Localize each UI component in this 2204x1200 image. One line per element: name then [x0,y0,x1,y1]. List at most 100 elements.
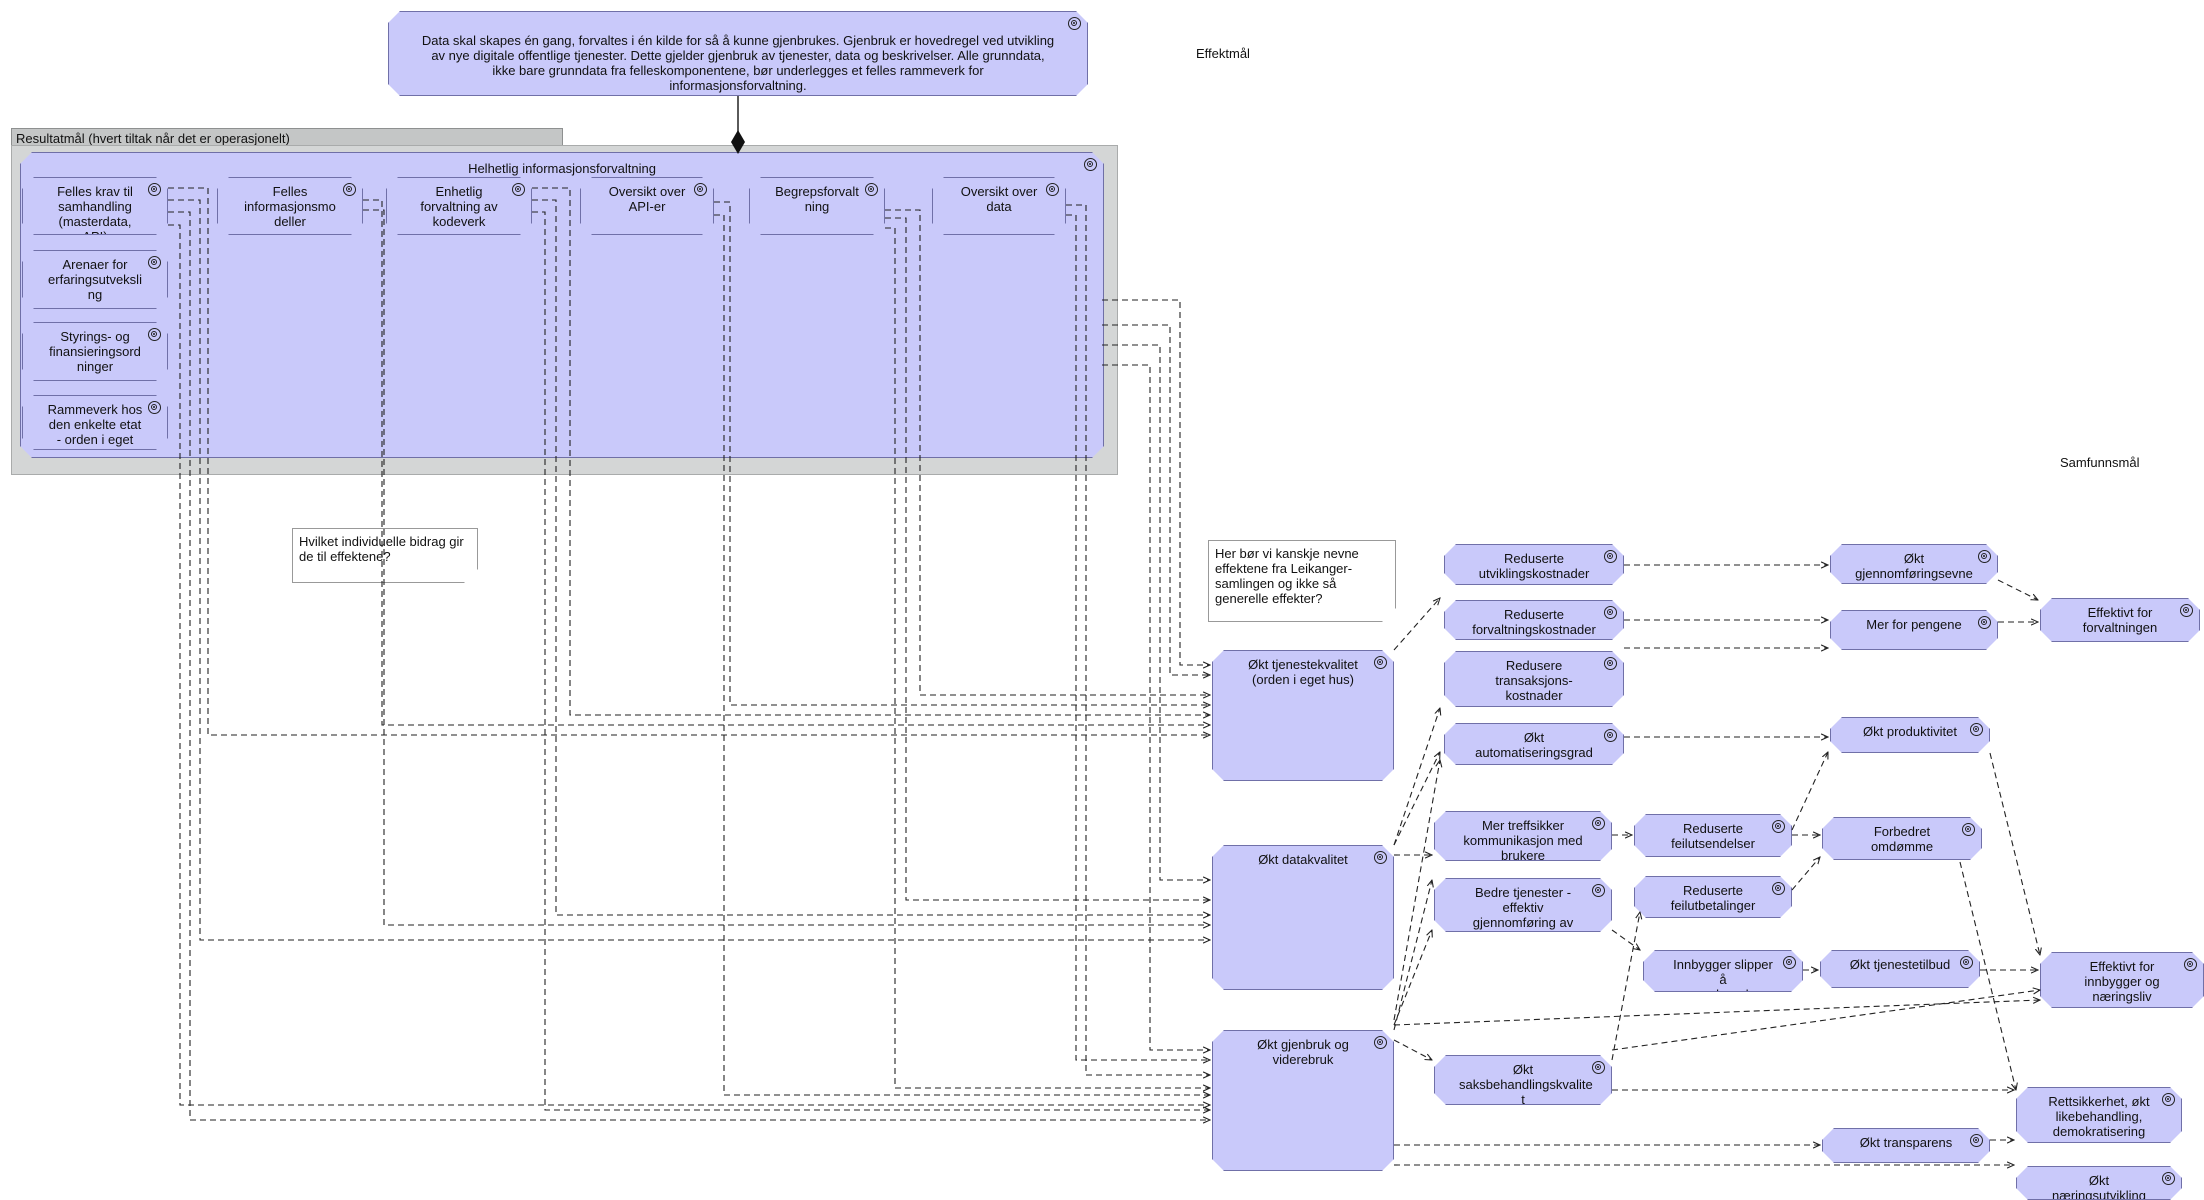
influence-connector [1393,880,1432,1031]
society-forvaltningen[interactable]: Effektivt for forvaltningen [2040,598,2200,642]
principle-node[interactable]: Data skal skapes én gang, forvaltes i én… [388,11,1088,96]
society-rettssikkerhet[interactable]: Rettsikkerhet, økt likebehandling, demok… [2016,1087,2182,1143]
goal-icon [148,256,161,269]
influence-connector [1102,344,1210,880]
node-label: Effektivt for innbygger og næringsliv [2084,959,2160,1004]
goal-icon [343,183,356,196]
society-innbygger[interactable]: Effektivt for innbygger og næringsliv [2040,952,2204,1008]
effect-gjenbruk[interactable]: Økt gjenbruk og viderebruk [1212,1030,1394,1171]
result-arenaer[interactable]: Arenaer for erfaringsutveksli ng [22,250,168,309]
result-oversikt-data[interactable]: Oversikt over data [932,177,1066,235]
effect-transaksjonskostnader[interactable]: Redusere transaksjons- kostnader [1444,651,1624,707]
effektmal-label: Effektmål [1196,46,1250,61]
effect-tjenestekvalitet[interactable]: Økt tjenestekvalitet (orden i eget hus) [1212,650,1394,781]
node-label: Felles informasjonsmo deller [244,184,336,229]
node-label: Økt automatiseringsgrad [1475,730,1593,760]
node-label: Økt saksbehandlingskvalite t [1459,1062,1593,1105]
result-oversikt-api[interactable]: Oversikt over API-er [580,177,714,235]
principle-text: Data skal skapes én gang, forvaltes i én… [421,33,1055,93]
inner-goal-title: Helhetlig informasjonsforvaltning [468,161,656,176]
node-label: Økt transparens [1859,1135,1953,1150]
influence-connector [1393,930,1432,1026]
effect-transparens[interactable]: Økt transparens [1822,1128,1990,1163]
result-styrings-finansiering[interactable]: Styrings- og finansieringsord ninger [22,322,168,381]
effect-brevdue[interactable]: Innbygger slipper å være brevdue [1643,950,1803,992]
goal-icon [148,183,161,196]
influence-connector [1997,579,2038,600]
node-label: Rammeverk hos den enkelte etat - orden i… [47,402,143,447]
node-label: Forbedret omdømme [1870,824,1934,854]
influence-connector [1393,1039,1432,1060]
goal-icon [1592,1061,1605,1074]
effect-gjennomforingsevne[interactable]: Økt gjennomføringsevne [1830,544,1998,584]
goal-icon [148,401,161,414]
effect-omdomme[interactable]: Forbedret omdømme [1822,817,1982,860]
goal-icon [1783,956,1796,969]
society-naringsutvikling[interactable]: Økt næringsutvikling [2016,1166,2182,1200]
node-label: Styrings- og finansieringsord ninger [49,329,141,374]
note-bidrag[interactable]: Hvilket individuelle bidrag gir de til e… [292,528,478,583]
node-label: Begrepsforvalt ning [775,184,859,214]
node-label: Økt gjennomføringsevne [1855,551,1973,581]
goal-icon [1978,550,1991,563]
goal-icon [1772,820,1785,833]
effect-bedre-tjenester[interactable]: Bedre tjenester - effektiv gjennomføring… [1434,878,1612,932]
influence-connector [1102,324,1210,675]
goal-icon [1374,1036,1387,1049]
effect-datakvalitet[interactable]: Økt datakvalitet [1212,845,1394,990]
effect-utviklingskostnader[interactable]: Reduserte utviklingskostnader [1444,544,1624,585]
goal-icon [1604,657,1617,670]
effect-treffsikker[interactable]: Mer treffsikker kommunikasjon med bruker… [1434,811,1612,861]
node-label: Reduserte utviklingskostnader [1478,551,1590,581]
effect-tjenestetilbud[interactable]: Økt tjenestetilbud [1820,950,1980,988]
goal-icon [512,183,525,196]
influence-connector [1611,912,1640,1061]
goal-icon [1592,817,1605,830]
goal-icon [1604,550,1617,563]
influence-connector [1611,929,1640,950]
goal-icon [1374,656,1387,669]
goal-icon [694,183,707,196]
goal-icon [1068,17,1081,30]
influence-connector [1102,299,1210,665]
influence-connector [1102,364,1210,1050]
result-felles-informasjonsmodeller[interactable]: Felles informasjonsmo deller [217,177,363,235]
goal-icon [1978,616,1991,629]
influence-connector [1393,752,1440,846]
goal-icon [1374,851,1387,864]
node-label: Økt tjenestetilbud [1849,957,1951,972]
goal-icon [1970,1134,1983,1147]
node-label: Mer treffsikker kommunikasjon med bruker… [1463,818,1583,861]
result-begrepsforvaltning[interactable]: Begrepsforvalt ning [749,177,885,235]
goal-icon [2180,604,2193,617]
effect-feilutsendelser[interactable]: Reduserte feilutsendelser [1634,814,1792,857]
result-rammeverk-etat[interactable]: Rammeverk hos den enkelte etat - orden i… [22,395,168,450]
effect-mer-for-pengene[interactable]: Mer for pengene [1830,610,1998,650]
effect-forvaltningskostnader[interactable]: Reduserte forvaltningskostnader [1444,600,1624,640]
influence-connector [1393,1000,2040,1026]
effect-saksbehandling[interactable]: Økt saksbehandlingskvalite t [1434,1055,1612,1105]
influence-connector [1393,598,1440,651]
node-label: Reduserte feilutsendelser [1671,821,1755,851]
node-label: Oversikt over API-er [608,184,686,214]
node-label: Økt produktivitet [1863,724,1957,739]
node-label: Oversikt over data [960,184,1038,214]
result-felles-krav[interactable]: Felles krav til samhandling (masterdata,… [22,177,168,235]
result-group-title: Resultatmål (hvert tiltak når det er ope… [11,128,563,146]
node-label: Felles krav til samhandling (masterdata,… [57,184,133,229]
goal-icon [2162,1093,2175,1106]
goal-icon [1962,823,1975,836]
goal-icon [1960,956,1973,969]
effect-produktivitet[interactable]: Økt produktivitet [1830,717,1990,753]
goal-icon [1084,158,1097,171]
goal-icon [1604,729,1617,742]
goal-icon [1604,606,1617,619]
node-label: Redusere transaksjons- kostnader [1495,658,1573,703]
goal-icon [2162,1172,2175,1185]
result-enhetlig-kodeverk[interactable]: Enhetlig forvaltning av kodeverk [386,177,532,235]
note-leikanger[interactable]: Her bør vi kanskje nevne effektene fra L… [1208,540,1396,622]
effect-feilutbetalinger[interactable]: Reduserte feilutbetalinger [1634,876,1792,918]
effect-automatiseringsgrad[interactable]: Økt automatiseringsgrad [1444,723,1624,765]
node-label: Bedre tjenester - effektiv gjennomføring… [1472,885,1574,930]
goal-icon [1772,882,1785,895]
